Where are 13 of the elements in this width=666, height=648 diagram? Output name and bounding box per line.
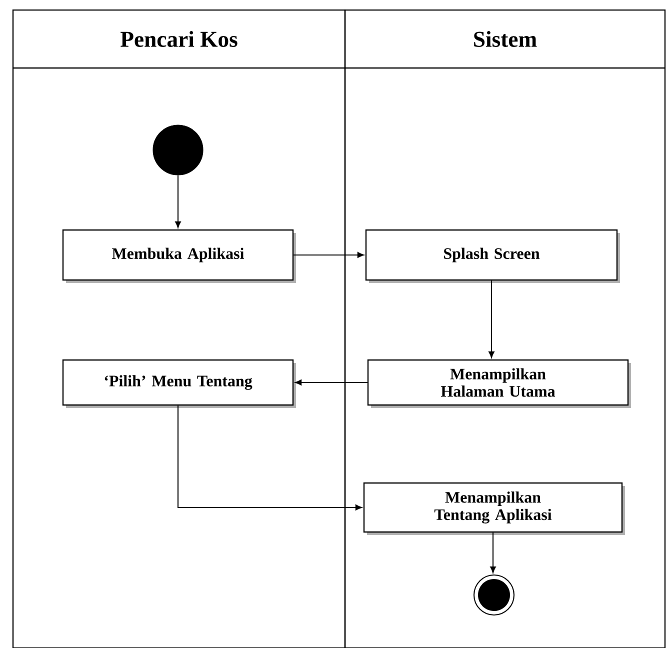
activity-box: Menampilkan Halaman Utama — [367, 359, 631, 408]
arrow — [295, 380, 368, 386]
arrow — [490, 532, 496, 573]
activity-box: Menampilkan Tentang Aplikasi — [363, 482, 625, 535]
arrow — [294, 252, 364, 258]
activity-box: Splash Screen — [365, 229, 620, 283]
arrow — [175, 175, 181, 228]
start-node — [152, 124, 204, 176]
end-node — [473, 574, 515, 616]
activity-box: Membuka Aplikasi — [62, 229, 296, 283]
arrow — [488, 280, 494, 358]
activity-box: ‘Pilih’ Menu Tentang — [62, 359, 296, 408]
arrow — [177, 406, 362, 510]
